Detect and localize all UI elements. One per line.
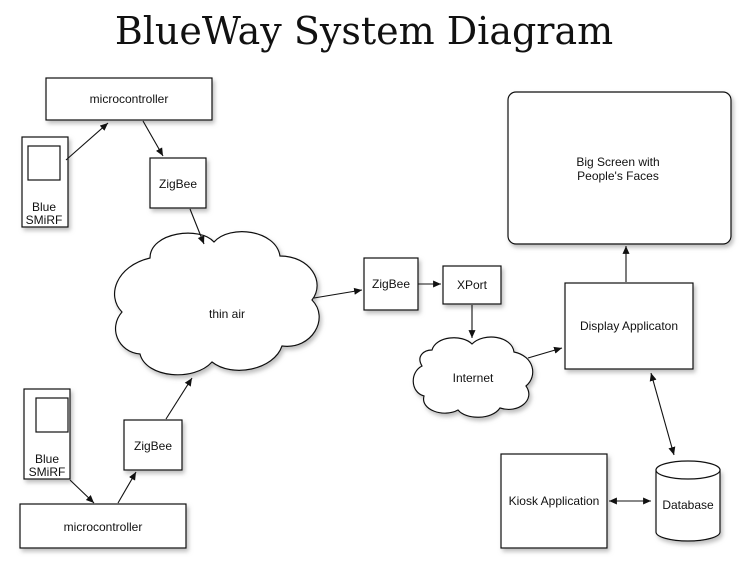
edge-zigbee-top-to-thin-air [189,208,205,245]
edge-microcontroller-top-to-zigbee-top [142,120,164,157]
microcontroller-bottom-label: microcontroller [64,520,143,534]
bluesmirf-top-node: Blue SMiRF [21,136,69,228]
zigbee-top-label: ZigBee [159,177,197,191]
edge-zigbee-bottom-to-thin-air [165,377,193,420]
bluesmirf-top-label-line2: SMiRF [26,213,63,227]
bluesmirf-top-label-line1: Blue [32,200,56,214]
xport-label: XPort [457,278,488,292]
kiosk-app-label: Kiosk Application [509,494,600,508]
display-app-node: Display Applicaton [564,282,694,370]
big-screen-label-line2: People's Faces [577,169,659,183]
diagram-title: BlueWay System Diagram [115,9,613,53]
edge-internet-to-display-app [527,346,563,359]
xport-node: XPort [442,265,502,305]
internet-cloud: Internet [412,336,534,418]
kiosk-app-node: Kiosk Application [500,453,608,549]
edge-bluesmirf-top-to-microcontroller-top [65,122,109,161]
zigbee-bottom-label: ZigBee [134,439,172,453]
bluesmirf-bottom-label-line2: SMiRF [29,465,66,479]
edge-display-app-database [649,372,676,456]
display-app-label: Display Applicaton [580,319,678,333]
microcontroller-top-node: microcontroller [45,77,213,121]
database-label: Database [662,498,714,512]
zigbee-mid-node: ZigBee [363,257,419,311]
bluesmirf-bottom-node: Blue SMiRF [23,388,71,480]
thin-air-cloud: thin air [113,231,320,376]
zigbee-bottom-node: ZigBee [123,419,183,471]
bluesmirf-top-chip [27,145,61,181]
edge-microcontroller-bottom-to-zigbee-bottom [117,471,137,504]
bluesmirf-bottom-chip [35,397,69,433]
microcontroller-top-label: microcontroller [90,92,169,106]
thin-air-label: thin air [209,307,245,321]
microcontroller-bottom-node: microcontroller [19,503,187,549]
big-screen-node: Big Screen with People's Faces [507,91,732,245]
big-screen-label-line1: Big Screen with [576,155,659,169]
zigbee-top-node: ZigBee [149,157,207,209]
zigbee-mid-label: ZigBee [372,277,410,291]
edge-thin-air-to-zigbee-mid [313,287,363,299]
database-node: Database [655,460,721,542]
edge-bluesmirf-bottom-to-microcontroller-bottom [69,479,95,504]
bluesmirf-bottom-label-line1: Blue [35,452,59,466]
internet-label: Internet [453,371,494,385]
database-top-ellipse [655,460,721,480]
